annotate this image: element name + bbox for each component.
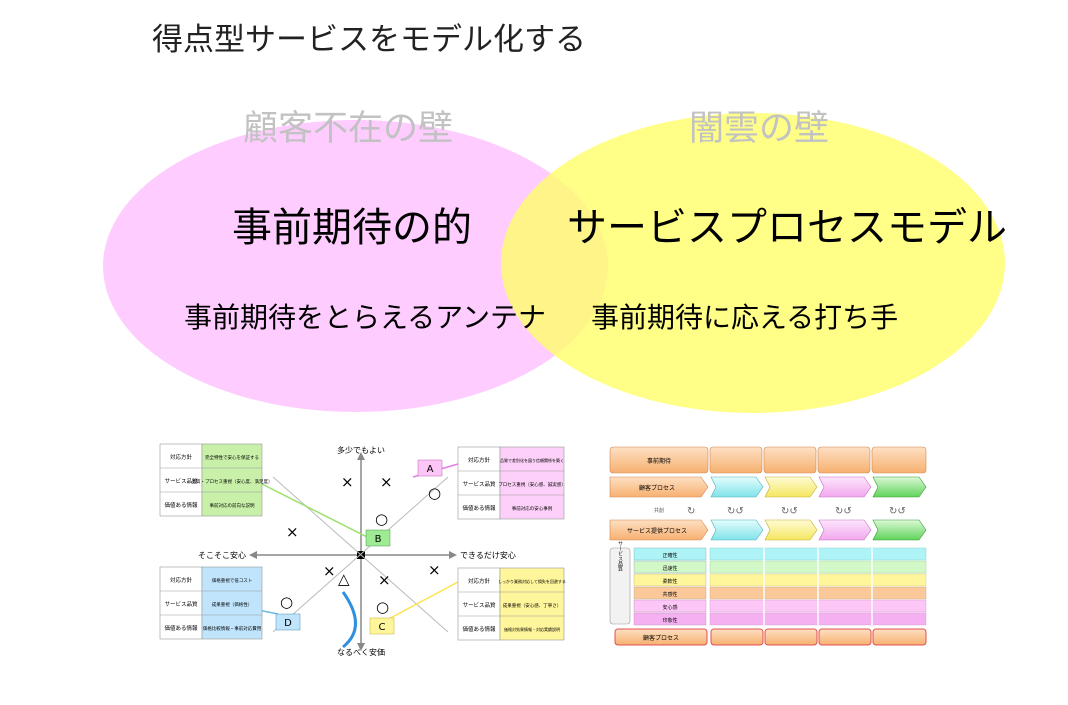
quality-row-label: 共感性 bbox=[662, 591, 677, 598]
curve-arrow-icon bbox=[341, 591, 357, 649]
quality-row-label: 迅速性 bbox=[662, 565, 677, 572]
arrow-right-icon bbox=[449, 551, 457, 559]
table-cell: 価格比較情報・事前対応費用 bbox=[203, 625, 262, 632]
quality-row-label: 正確性 bbox=[662, 552, 677, 559]
row-label-side: サービス品質 bbox=[617, 541, 623, 572]
bottom-process-cell bbox=[614, 628, 708, 646]
venn-right-heading: サービスプロセスモデル bbox=[567, 205, 1007, 251]
cycle-icon: ↻↺ bbox=[727, 506, 744, 517]
table-bottom-right: 対応方針 サービス品質 価値ある情報 しっかり業務対応して損失を回避する 成果重… bbox=[457, 567, 566, 641]
quadrant-label-b: B bbox=[375, 534, 382, 545]
quality-row-label: 印象性 bbox=[662, 617, 677, 624]
axis-label-right: できるだけ安心 bbox=[460, 550, 516, 560]
cycle-icon: ↻↺ bbox=[889, 506, 906, 517]
arrow-down-icon bbox=[357, 643, 365, 651]
table-cell: 品質で差別化を図り信頼関係を築く bbox=[500, 457, 564, 463]
quality-grid: 正確性 迅速性 柔軟性 共感性 安心感 印象性 bbox=[633, 547, 927, 626]
expectation-matrix-figure: 多少でもよい なるべく安価 そこそこ安心 できるだけ安心 × × ○ ○ × ×… bbox=[159, 443, 566, 657]
table-cell: 成果重視（安心感、丁寧さ） bbox=[503, 602, 562, 609]
customer-process-arrow bbox=[609, 476, 709, 498]
cycle-icon: ↻ bbox=[687, 506, 695, 517]
marker: △ bbox=[338, 570, 350, 588]
arrow-up-icon bbox=[357, 452, 365, 460]
row-label-bottom: 顧客プロセス bbox=[643, 634, 679, 642]
cycle-icon: ↻↺ bbox=[781, 506, 798, 517]
marker: × bbox=[323, 562, 336, 580]
service-process-model-figure: 事前期待 顧客プロセス 共創 ↻ ↻↺ ↻↺ ↻↺ ↻↺ サービス提供プロセス … bbox=[609, 446, 927, 646]
table-cell: 価格重視で低コスト bbox=[212, 577, 253, 584]
table-cell: プロセス重視（安心感、誠実感） bbox=[498, 481, 566, 488]
quality-row-label: 安心感 bbox=[662, 604, 677, 611]
table-row-label: 価値ある情報 bbox=[462, 625, 496, 633]
table-cell: 成果重視（価格性） bbox=[212, 601, 253, 608]
marker: ○ bbox=[428, 484, 441, 502]
table-cell: 事前対応の安心事例 bbox=[512, 505, 553, 512]
row-label-customer: 顧客プロセス bbox=[639, 484, 675, 492]
table-row-label: 対応方針 bbox=[170, 576, 193, 584]
quadrant-label-a: A bbox=[427, 464, 434, 475]
venn-right-subheading: 事前期待に応える打ち手 bbox=[591, 301, 899, 334]
marker: × bbox=[341, 473, 354, 491]
table-top-left: 対応方針 サービス品質 価値ある情報 完全特性で安心を保証する 品質・プロセス重… bbox=[159, 443, 273, 517]
quadrant-label-c: C bbox=[379, 622, 386, 633]
table-row-label: 価値ある情報 bbox=[462, 504, 496, 512]
marker: × bbox=[428, 561, 441, 579]
table-row-label: 価値ある情報 bbox=[164, 624, 198, 632]
marker: ○ bbox=[376, 598, 389, 616]
quality-row-label: 柔軟性 bbox=[662, 578, 677, 585]
marker: × bbox=[378, 571, 391, 589]
venn-left-heading: 事前期待の的 bbox=[232, 205, 472, 251]
marker: × bbox=[380, 473, 393, 491]
venn-right-ellipse bbox=[501, 113, 1005, 413]
wall-label-left: 顧客不在の壁 bbox=[243, 109, 454, 149]
table-row-label: 対応方針 bbox=[170, 453, 193, 461]
axis-label-left: そこそこ安心 bbox=[198, 550, 246, 560]
provider-process-arrow bbox=[609, 519, 709, 541]
table-cell: 事前対応の前向な説明 bbox=[210, 502, 255, 509]
row-label-provider: サービス提供プロセス bbox=[627, 527, 687, 535]
axis-label-bottom: なるべく安価 bbox=[337, 647, 385, 657]
row-label-shared: 共創 bbox=[654, 507, 664, 514]
table-row-label: サービス品質 bbox=[462, 480, 496, 488]
table-row-label: サービス品質 bbox=[164, 477, 198, 485]
axis-label-top: 多少でもよい bbox=[337, 445, 385, 455]
expectation-header-cell bbox=[609, 446, 709, 474]
wall-label-right: 闇雲の壁 bbox=[689, 109, 830, 149]
marker: × bbox=[286, 523, 299, 541]
table-cell: 価格対効果情報・対応実績説明 bbox=[504, 626, 560, 632]
marker: ○ bbox=[375, 510, 388, 528]
venn-left-subheading: 事前期待をとらえるアンテナ bbox=[184, 301, 547, 334]
table-row-label: サービス品質 bbox=[462, 601, 496, 609]
table-top-right: 対応方針 サービス品質 価値ある情報 品質で差別化を図り信頼関係を築く プロセス… bbox=[457, 446, 566, 520]
table-cell: しっかり業務対応して損失を回避する bbox=[498, 578, 566, 584]
marker: ○ bbox=[280, 593, 293, 611]
quadrant-label-d: D bbox=[284, 618, 292, 629]
arrow-left-icon bbox=[249, 551, 257, 559]
table-row-label: 対応方針 bbox=[468, 456, 491, 464]
table-row-label: 価値ある情報 bbox=[164, 501, 198, 509]
table-row-label: 対応方針 bbox=[468, 577, 491, 585]
table-cell: 完全特性で安心を保証する bbox=[205, 454, 259, 461]
table-bottom-left: 対応方針 サービス品質 価値ある情報 価格重視で低コスト 成果重視（価格性） 価… bbox=[159, 566, 263, 640]
table-row-label: サービス品質 bbox=[164, 600, 198, 608]
cycle-icon: ↻↺ bbox=[835, 506, 852, 517]
row-label-expectation: 事前期待 bbox=[647, 457, 671, 465]
page-title: 得点型サービスをモデル化する bbox=[152, 22, 586, 58]
table-cell: 品質・プロセス重視（安心度、満足度） bbox=[192, 478, 273, 485]
